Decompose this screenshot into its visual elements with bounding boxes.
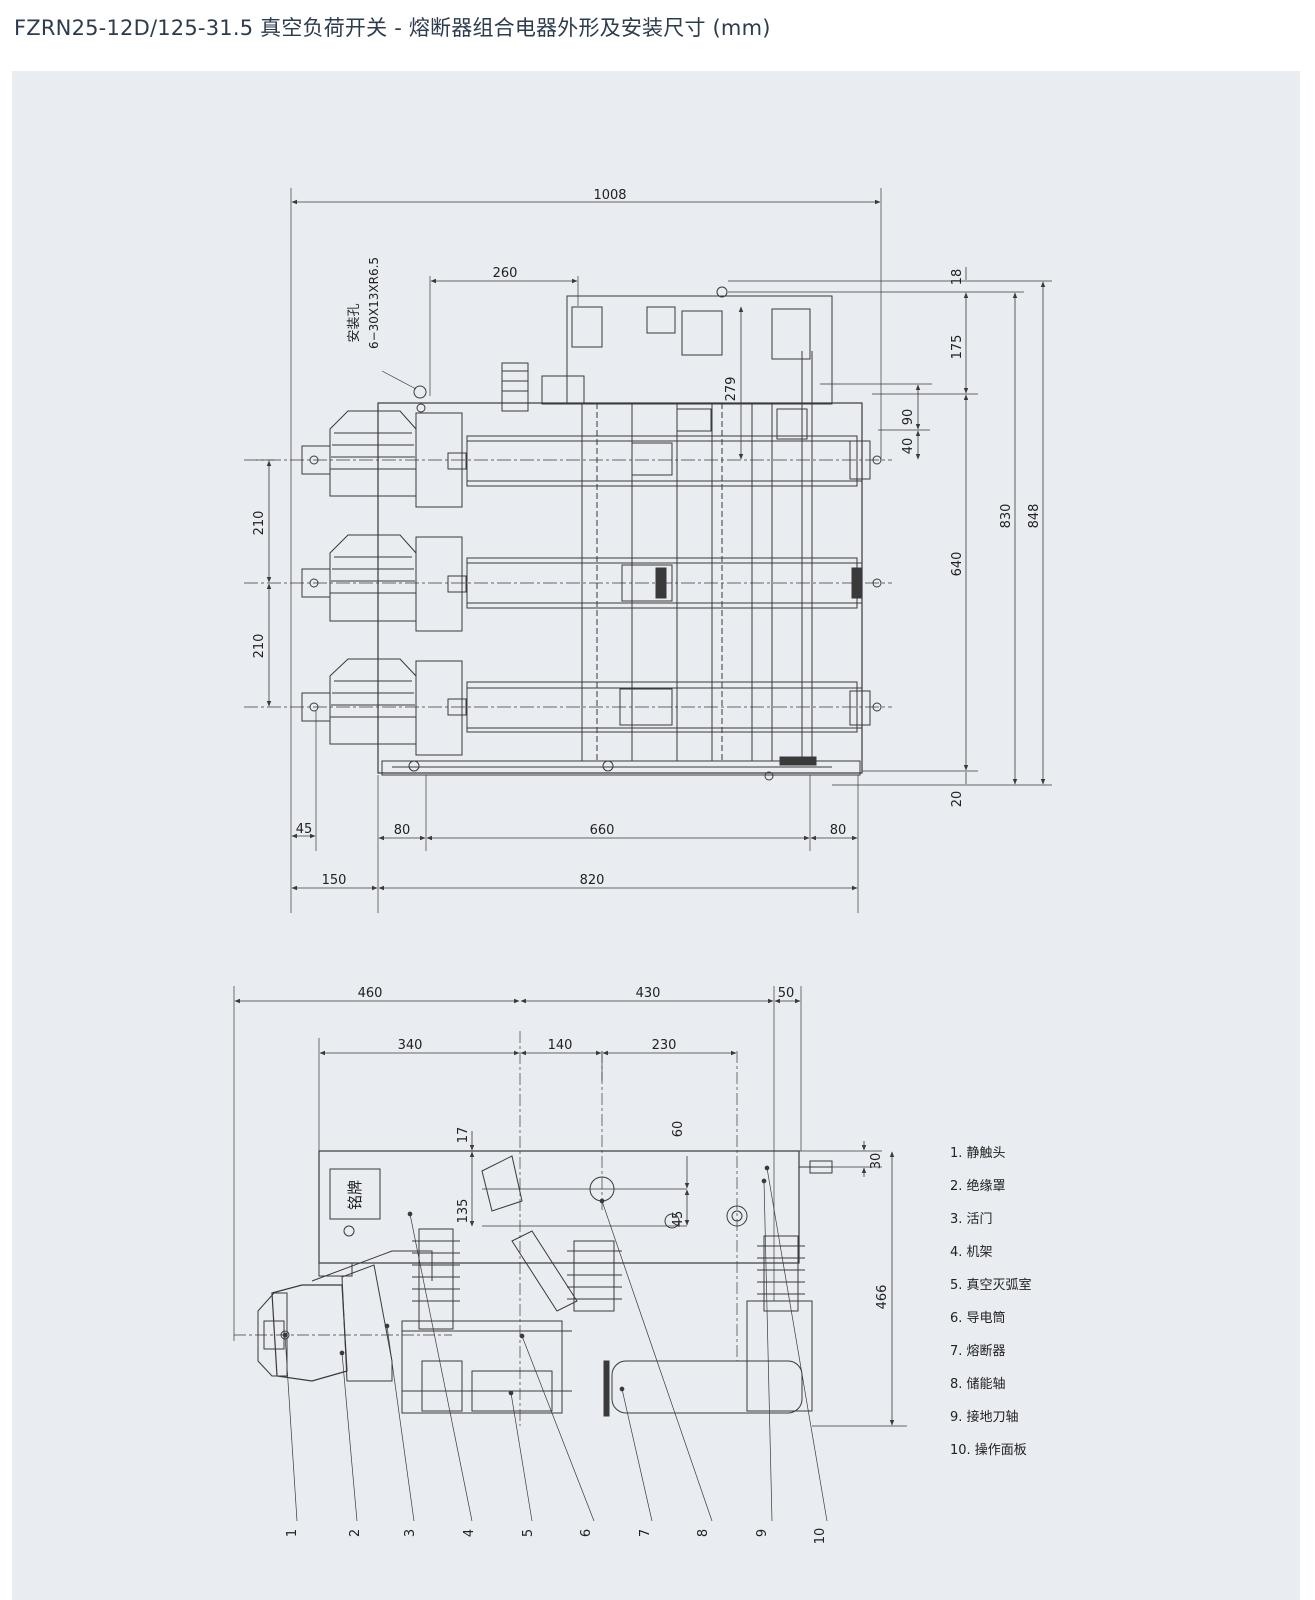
dim-20: 20 (950, 791, 965, 808)
dim-50: 50 (778, 986, 795, 1001)
dim-17: 17 (456, 1127, 471, 1144)
dim-210-lower: 210 (252, 634, 267, 659)
callout-6: 6 (579, 1529, 594, 1537)
drawing-panel: 1008 260 45 80 660 80 150 820 210 210 27… (12, 71, 1300, 1600)
callout-2: 2 (348, 1529, 363, 1537)
legend-item-5: 5. 真空灭弧室 (950, 1278, 1032, 1293)
mount-hole-spec: 6−30X13XR6.5 (367, 257, 381, 349)
dim-340: 340 (398, 1038, 423, 1053)
dim-230: 230 (652, 1038, 677, 1053)
side-view: 460 430 50 340 140 230 17 60 135 45 30 4… (233, 986, 907, 1545)
callout-3: 3 (403, 1529, 418, 1537)
dim-210-upper: 210 (252, 511, 267, 536)
nameplate-box (329, 1168, 381, 1220)
legend-item-6: 6. 导电筒 (950, 1311, 1006, 1326)
dim-260: 260 (493, 266, 518, 281)
technical-drawing: 1008 260 45 80 660 80 150 820 210 210 27… (233, 188, 1052, 1545)
callout-10: 10 (813, 1528, 828, 1545)
dim-848: 848 (1027, 504, 1042, 529)
dim-45-side: 45 (671, 1211, 686, 1228)
dim-640: 640 (950, 552, 965, 577)
dim-135: 135 (456, 1199, 471, 1224)
page-title: FZRN25-12D/125-31.5 真空负荷开关 - 熔断器组合电器外形及安… (14, 16, 771, 40)
dim-150: 150 (322, 873, 347, 888)
callout-7: 7 (638, 1529, 653, 1537)
dim-175: 175 (950, 335, 965, 360)
phase-1 (301, 410, 882, 508)
dim-140: 140 (548, 1038, 573, 1053)
insulator-right (757, 1235, 805, 1312)
legend-item-1: 1. 静触头 (950, 1146, 1006, 1161)
callout-8: 8 (696, 1529, 711, 1537)
legend-item-10: 10. 操作面板 (950, 1443, 1027, 1458)
dim-45: 45 (296, 822, 313, 837)
callout-4: 4 (462, 1529, 477, 1537)
dim-820: 820 (580, 873, 605, 888)
dim-80-right: 80 (830, 823, 847, 838)
dim-30: 30 (869, 1153, 884, 1170)
legend-item-9: 9. 接地刀轴 (950, 1410, 1019, 1425)
legend-item-3: 3. 活门 (950, 1212, 993, 1227)
callout-5: 5 (521, 1529, 536, 1537)
dim-90: 90 (901, 409, 916, 426)
legend-item-2: 2. 绝缘罩 (950, 1179, 1006, 1194)
dim-80-left: 80 (394, 823, 411, 838)
dim-830: 830 (999, 504, 1014, 529)
dim-279: 279 (724, 377, 739, 402)
legend-item-8: 8. 储能轴 (950, 1377, 1006, 1392)
insulator-mid (567, 1240, 622, 1312)
nameplate-label: 铭牌 (346, 1180, 364, 1210)
legend-item-7: 7. 熔断器 (950, 1344, 1006, 1359)
dim-460: 460 (358, 986, 383, 1001)
mount-hole-label: 安装孔 (347, 303, 362, 342)
parts-legend: 1. 静触头 2. 绝缘罩 3. 活门 4. 机架 5. 真空灭弧室 6. 导电… (950, 1142, 1032, 1472)
dim-660: 660 (590, 823, 615, 838)
dim-60: 60 (671, 1121, 686, 1138)
dim-430: 430 (636, 986, 661, 1001)
dim-1008: 1008 (593, 188, 626, 203)
callout-9: 9 (755, 1529, 770, 1537)
dim-40: 40 (901, 438, 916, 455)
top-view: 1008 260 45 80 660 80 150 820 210 210 27… (244, 188, 1052, 913)
insulator-left (412, 1228, 460, 1330)
dim-18: 18 (950, 269, 965, 286)
callout-1: 1 (285, 1529, 300, 1537)
legend-item-4: 4. 机架 (950, 1245, 993, 1260)
dim-466: 466 (875, 1285, 890, 1310)
